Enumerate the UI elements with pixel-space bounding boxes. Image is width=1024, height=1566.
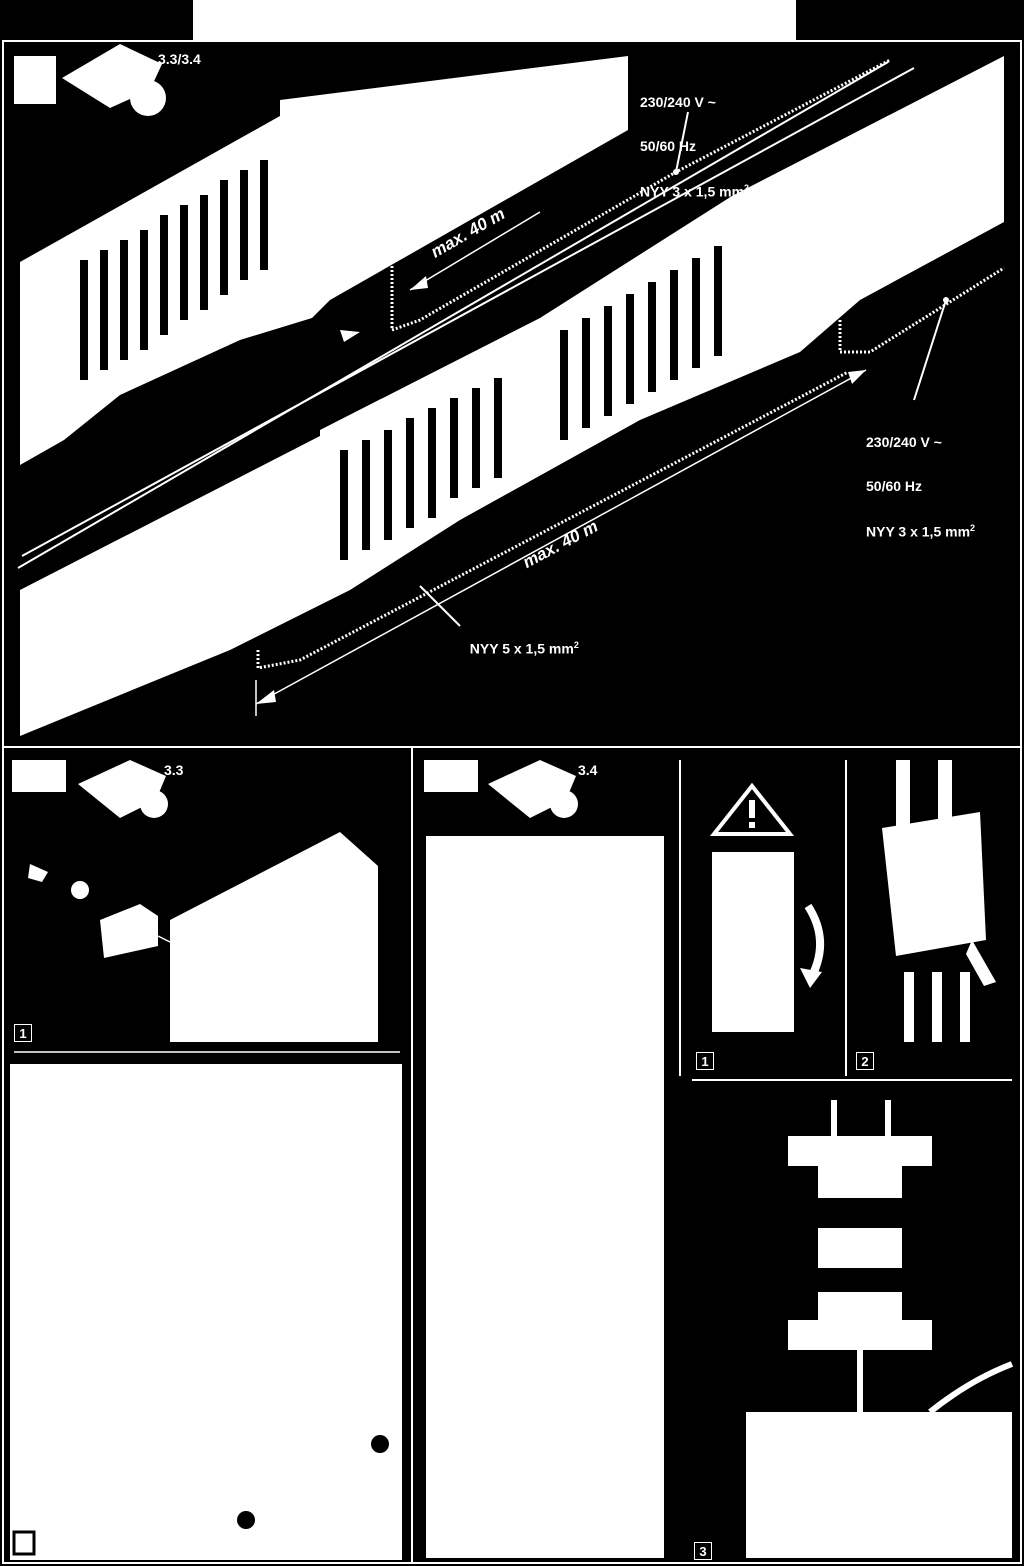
power-label-right-line2: 50/60 Hz	[866, 478, 923, 495]
bl-ref-label: 3.3	[164, 762, 184, 778]
rail-lines	[17, 61, 915, 569]
header-white-block	[193, 0, 796, 40]
lower-gate-slats	[340, 246, 722, 560]
bottom-right-panel-frame	[411, 746, 1022, 1564]
bl-cover-drawing	[28, 832, 378, 1042]
br-device-step1	[712, 852, 794, 1032]
power-label-top: 230/240 V ~ 50/60 Hz NYY 3 x 1,5 mm2	[640, 66, 749, 214]
dimension-lines	[255, 211, 867, 716]
cable-label: NYY 5 x 1,5 mm2	[469, 639, 579, 657]
power-label-top-line2: 50/60 Hz	[640, 138, 697, 155]
power-label-right-line3: NYY 3 x 1,5 mm2	[866, 522, 976, 540]
bl-screw-line	[14, 935, 400, 1053]
br-terminal-step3	[746, 1136, 1012, 1558]
bm-device-icon	[488, 760, 578, 818]
leader-lines	[419, 111, 947, 627]
upper-gate-body	[20, 56, 628, 465]
lower-gate-body	[20, 56, 1004, 736]
power-label-top-line3: NYY 3 x 1,5 mm2	[640, 182, 750, 200]
br-rotate-arrow	[804, 903, 825, 978]
br-wires-step3	[831, 1100, 1014, 1415]
bm-ref-label: 3.4	[578, 762, 598, 778]
power-label-right-line1: 230/240 V ~	[866, 434, 942, 451]
warning-triangle-icon	[709, 782, 795, 836]
bm-white-panel	[426, 836, 664, 1558]
br-step-1: 1	[696, 1052, 714, 1070]
power-label-right: 230/240 V ~ 50/60 Hz NYY 3 x 1,5 mm2	[866, 406, 975, 554]
br-step-3: 3	[694, 1542, 712, 1560]
bm-ref-box	[424, 760, 478, 792]
top-ref-label: 3.3/3.4	[158, 51, 201, 67]
bl-ref-box	[12, 760, 66, 792]
top-ref-box	[14, 56, 56, 104]
power-label-top-line1: 230/240 V ~	[640, 94, 716, 111]
power-cables	[256, 58, 1005, 670]
dimension-arrows	[256, 276, 866, 704]
bl-white-panel	[10, 1064, 402, 1560]
br-step-2: 2	[856, 1052, 874, 1070]
br-connector-step2	[882, 760, 996, 1042]
upper-gate-slats	[80, 160, 268, 380]
top-device-icon	[62, 44, 166, 116]
bl-step-1: 1	[14, 1024, 32, 1042]
br-dividers	[679, 760, 1012, 1081]
bl-device-icon	[78, 760, 168, 818]
bl-panel-details	[12, 1435, 389, 1556]
